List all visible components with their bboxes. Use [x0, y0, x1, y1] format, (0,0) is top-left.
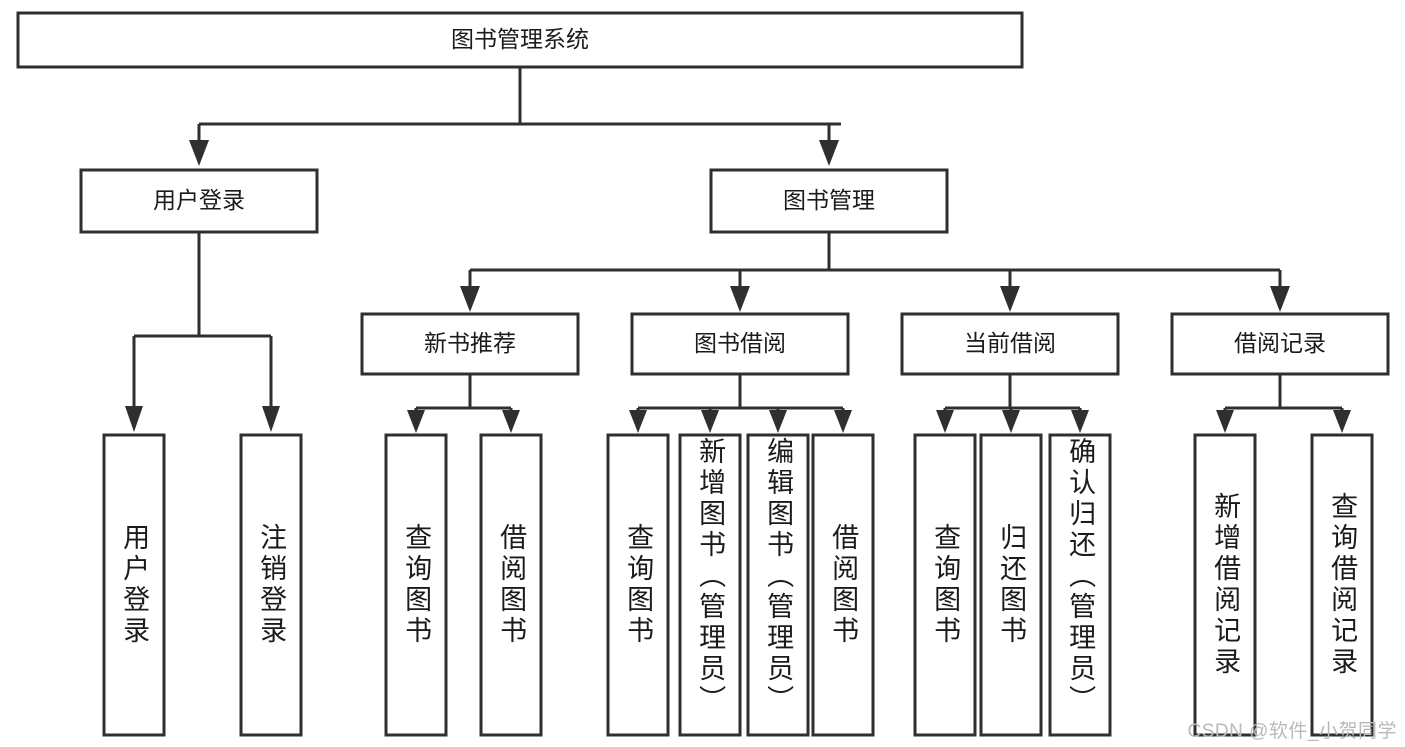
node-current-borrow-box[interactable]	[900, 312, 1120, 376]
node-book-borrow[interactable]: 图书借阅	[630, 312, 850, 376]
node-user-login-label: 用户登录	[153, 187, 245, 213]
leaf-query-book-3-box[interactable]	[913, 433, 977, 737]
node-user-login[interactable]: 用户登录	[79, 168, 319, 234]
leaf-borrow-book-2-box[interactable]	[811, 433, 875, 737]
node-book-manage-label: 图书管理	[783, 187, 875, 213]
node-borrow-record-label: 借阅记录	[1234, 330, 1326, 356]
leaf-return-book-box[interactable]	[979, 433, 1043, 737]
arrowhead-borrow-record	[1270, 286, 1290, 312]
node-book-manage[interactable]: 图书管理	[709, 168, 949, 234]
arrowhead-leaf-user-login	[125, 406, 143, 432]
leaf-edit-book-box[interactable]	[746, 433, 810, 737]
arrowhead-current-borrow	[1000, 286, 1020, 312]
leaf-user-login-box[interactable]	[102, 433, 166, 737]
leaf-add-record-box[interactable]	[1193, 433, 1257, 737]
node-book-manage-box[interactable]	[709, 168, 949, 234]
node-root-label: 图书管理系统	[451, 26, 589, 52]
arrowhead-leaf-query-record	[1333, 410, 1351, 433]
node-root-box[interactable]	[16, 11, 1024, 69]
arrowhead-user-login	[189, 140, 209, 166]
connector-group-user-login	[125, 232, 280, 432]
arrowhead-leaf-query-book-3	[936, 410, 954, 433]
arrowhead-leaf-query-book-1	[407, 410, 425, 433]
leaf-confirm-return-box[interactable]	[1048, 433, 1112, 737]
leaf-boxes	[102, 433, 1374, 737]
leaf-logout-box[interactable]	[239, 433, 303, 737]
connector-group-new-book-recommend	[407, 374, 520, 433]
node-book-borrow-box[interactable]	[630, 312, 850, 376]
node-borrow-record-box[interactable]	[1170, 312, 1390, 376]
arrowhead-leaf-add-record	[1216, 410, 1234, 433]
arrowhead-leaf-query-book-2	[629, 410, 647, 433]
arrowhead-leaf-borrow-book-2	[834, 410, 852, 433]
node-user-login-box[interactable]	[79, 168, 319, 234]
leaf-query-book-2-box[interactable]	[606, 433, 670, 737]
connector-group-borrow-record	[1216, 374, 1351, 433]
arrowhead-leaf-logout	[262, 406, 280, 432]
node-new-book-recommend[interactable]: 新书推荐	[360, 312, 580, 376]
connector-group-root	[189, 67, 841, 166]
leaf-query-record-box[interactable]	[1310, 433, 1374, 737]
arrowhead-book-manage	[819, 140, 839, 166]
node-borrow-record[interactable]: 借阅记录	[1170, 312, 1390, 376]
arrowhead-leaf-confirm-return	[1071, 410, 1089, 433]
arrowhead-book-borrow	[730, 286, 750, 312]
node-new-book-recommend-box[interactable]	[360, 312, 580, 376]
arrowhead-leaf-edit-book	[769, 410, 787, 433]
arrowhead-leaf-add-book	[701, 410, 719, 433]
node-root[interactable]: 图书管理系统	[16, 11, 1024, 69]
connector-group-current-borrow	[936, 374, 1089, 433]
connector-group-book-borrow	[629, 374, 852, 433]
arrowhead-leaf-return-book	[1002, 410, 1020, 433]
leaf-borrow-book-1-box[interactable]	[479, 433, 543, 737]
node-current-borrow-label: 当前借阅	[964, 330, 1056, 356]
node-new-book-recommend-label: 新书推荐	[424, 330, 516, 356]
node-book-borrow-label: 图书借阅	[694, 330, 786, 356]
node-current-borrow[interactable]: 当前借阅	[900, 312, 1120, 376]
leaf-query-book-1-box[interactable]	[384, 433, 448, 737]
arrowhead-new-book-recommend	[460, 286, 480, 312]
connector-group-book-manage	[460, 232, 1290, 312]
leaf-add-book-box[interactable]	[678, 433, 742, 737]
arrowhead-leaf-borrow-book-1	[502, 410, 520, 433]
